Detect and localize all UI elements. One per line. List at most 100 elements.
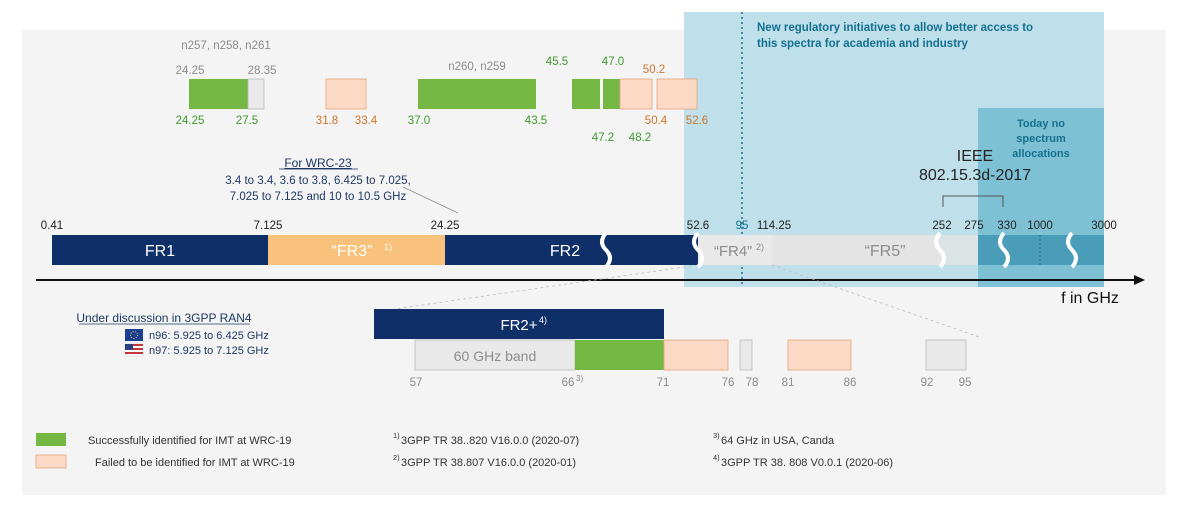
label-45-5: 45.5 [546, 56, 568, 68]
label-37-0: 37.0 [408, 115, 430, 127]
legend-failed-label: Failed to be identified for IMT at WRC-1… [95, 457, 295, 469]
bottom-tick-71: 71 [657, 377, 670, 389]
band-fr5 [772, 235, 940, 265]
label-27-5: 27.5 [236, 115, 258, 127]
footnote-2-sup: 2) [393, 453, 400, 462]
band-fr1 [52, 235, 268, 265]
tick-330: 330 [997, 220, 1016, 232]
legend-success-label: Successfully identified for IMT at WRC-1… [88, 435, 291, 447]
block-66-71-green [575, 340, 664, 370]
block-47-48-green [603, 79, 620, 109]
block-48-50-failed [619, 78, 653, 110]
label-28-35: 28.35 [248, 65, 277, 77]
band-fr2plus-sup: 4) [539, 315, 547, 325]
allocations-text: allocations [1012, 148, 1069, 160]
band-fr4 [698, 235, 772, 265]
zoom-guide-right [771, 264, 983, 339]
block-81-86-failed [787, 339, 852, 371]
bottom-tick-92: 92 [921, 377, 934, 389]
bottom-tick-76: 76 [722, 377, 735, 389]
bottom-tick-66: 66 [562, 377, 575, 389]
footnote-4-sup: 4) [713, 453, 720, 462]
label-43-5: 43.5 [525, 115, 547, 127]
block-71-76-failed [663, 339, 729, 371]
band-fr4-sup: 2) [756, 242, 764, 252]
ieee-standard-label: 802.15.3d-2017 [919, 167, 1031, 184]
block-50-52-failed [656, 78, 698, 110]
ran4-n97: n97: 5.925 to 7.125 GHz [149, 345, 269, 357]
ran4-title: Under discussion in 3GPP RAN4 [76, 311, 252, 325]
footnote-2: 3GPP TR 38.807 V16.0.0 (2020-01) [401, 457, 576, 469]
footnote-1: 3GPP TR 38..820 V16.0.0 (2020-07) [401, 435, 579, 447]
band-fr3-sup: 1) [384, 242, 392, 252]
band-fr3 [268, 235, 445, 265]
tick-95: 95 [736, 220, 749, 232]
wrc23-line2: 7.025 to 7.125 and 10 to 10.5 GHz [230, 191, 407, 203]
break-mark-252 [934, 231, 946, 269]
break-mark-1000 [1066, 231, 1078, 269]
break-mark-fr2 [600, 231, 612, 269]
tick-24-25: 24.25 [431, 220, 460, 232]
ran4-n96: n96: 5.925 to 6.425 GHz [149, 330, 269, 342]
eu-flag-icon [125, 329, 143, 341]
bottom-tick-78: 78 [746, 377, 759, 389]
n260-label: n260, n259 [448, 61, 506, 73]
band-fr2plus [374, 309, 664, 339]
wrc23-pointer [402, 186, 459, 214]
footnote-1-sup: 1) [393, 431, 400, 440]
block-60ghz-band [414, 339, 576, 371]
label-48-2: 48.2 [629, 132, 651, 144]
band-fr1-label: FR1 [145, 243, 175, 260]
legend-success-swatch [36, 433, 66, 446]
bottom-tick-95: 95 [959, 377, 972, 389]
block-77-78-grey [739, 339, 753, 371]
label-24-25-top: 24.25 [176, 65, 205, 77]
ieee-bracket [942, 195, 1004, 207]
band-fr3-label: “FR3” [332, 243, 373, 260]
band-fr2 [445, 235, 698, 265]
tick-252: 252 [932, 220, 951, 232]
band-fr2-label: FR2 [550, 243, 580, 260]
ieee-label: IEEE [957, 148, 993, 165]
label-50-2: 50.2 [643, 64, 665, 76]
break-mark-330 [998, 231, 1010, 269]
wrc23-title: For WRC-23 [284, 156, 352, 170]
footnote-3: 64 GHz in USA, Canda [721, 435, 835, 447]
tick-114-25: 114.25 [757, 220, 791, 232]
footnote-3-sup: 3) [713, 431, 720, 440]
today-no-text: Today no [1017, 118, 1065, 130]
tick-52-6: 52.6 [687, 220, 709, 232]
tick-3000: 3000 [1091, 220, 1117, 232]
us-flag-icon [124, 343, 144, 357]
band-fr2plus-label: FR2+ [500, 317, 537, 334]
block-31-33-failed [325, 78, 367, 110]
tick-0-41: 0.41 [41, 220, 63, 232]
block-92-95-grey [925, 339, 967, 371]
block-27-28-grey [247, 78, 265, 110]
label-33-4: 33.4 [355, 115, 378, 127]
bottom-tick-57: 57 [410, 377, 423, 389]
frequency-axis-arrowhead [1134, 275, 1145, 285]
break-mark-52 [692, 231, 704, 269]
bottom-tick-66-sup: 3) [576, 374, 583, 383]
footnote-4: 3GPP TR 38. 808 V0.0.1 (2020-06) [721, 457, 893, 469]
band-fr4-label: “FR4” [714, 243, 752, 260]
wrc23-line1: 3.4 to 3.4, 3.6 to 3.8, 6.425 to 7.025, [225, 175, 410, 187]
tick-275: 275 [964, 220, 983, 232]
label-52-6-top: 52.6 [686, 115, 708, 127]
label-47-0: 47.0 [602, 56, 624, 68]
label-31-8: 31.8 [316, 115, 338, 127]
frequency-axis-label: f in GHz [1061, 290, 1119, 307]
block-24-27-green [189, 79, 248, 109]
band-252-275 [940, 235, 978, 265]
block-60ghz-label: 60 GHz band [454, 348, 537, 364]
block-45-47-green [572, 79, 600, 109]
initiative-text-line2: this spectra for academia and industry [757, 38, 969, 50]
bottom-tick-86: 86 [844, 377, 857, 389]
label-47-2: 47.2 [592, 132, 614, 144]
zoom-guide-left [373, 264, 699, 313]
initiative-text-line1: New regulatory initiatives to allow bett… [757, 22, 1033, 34]
band-fr5-label: “FR5” [865, 243, 906, 260]
